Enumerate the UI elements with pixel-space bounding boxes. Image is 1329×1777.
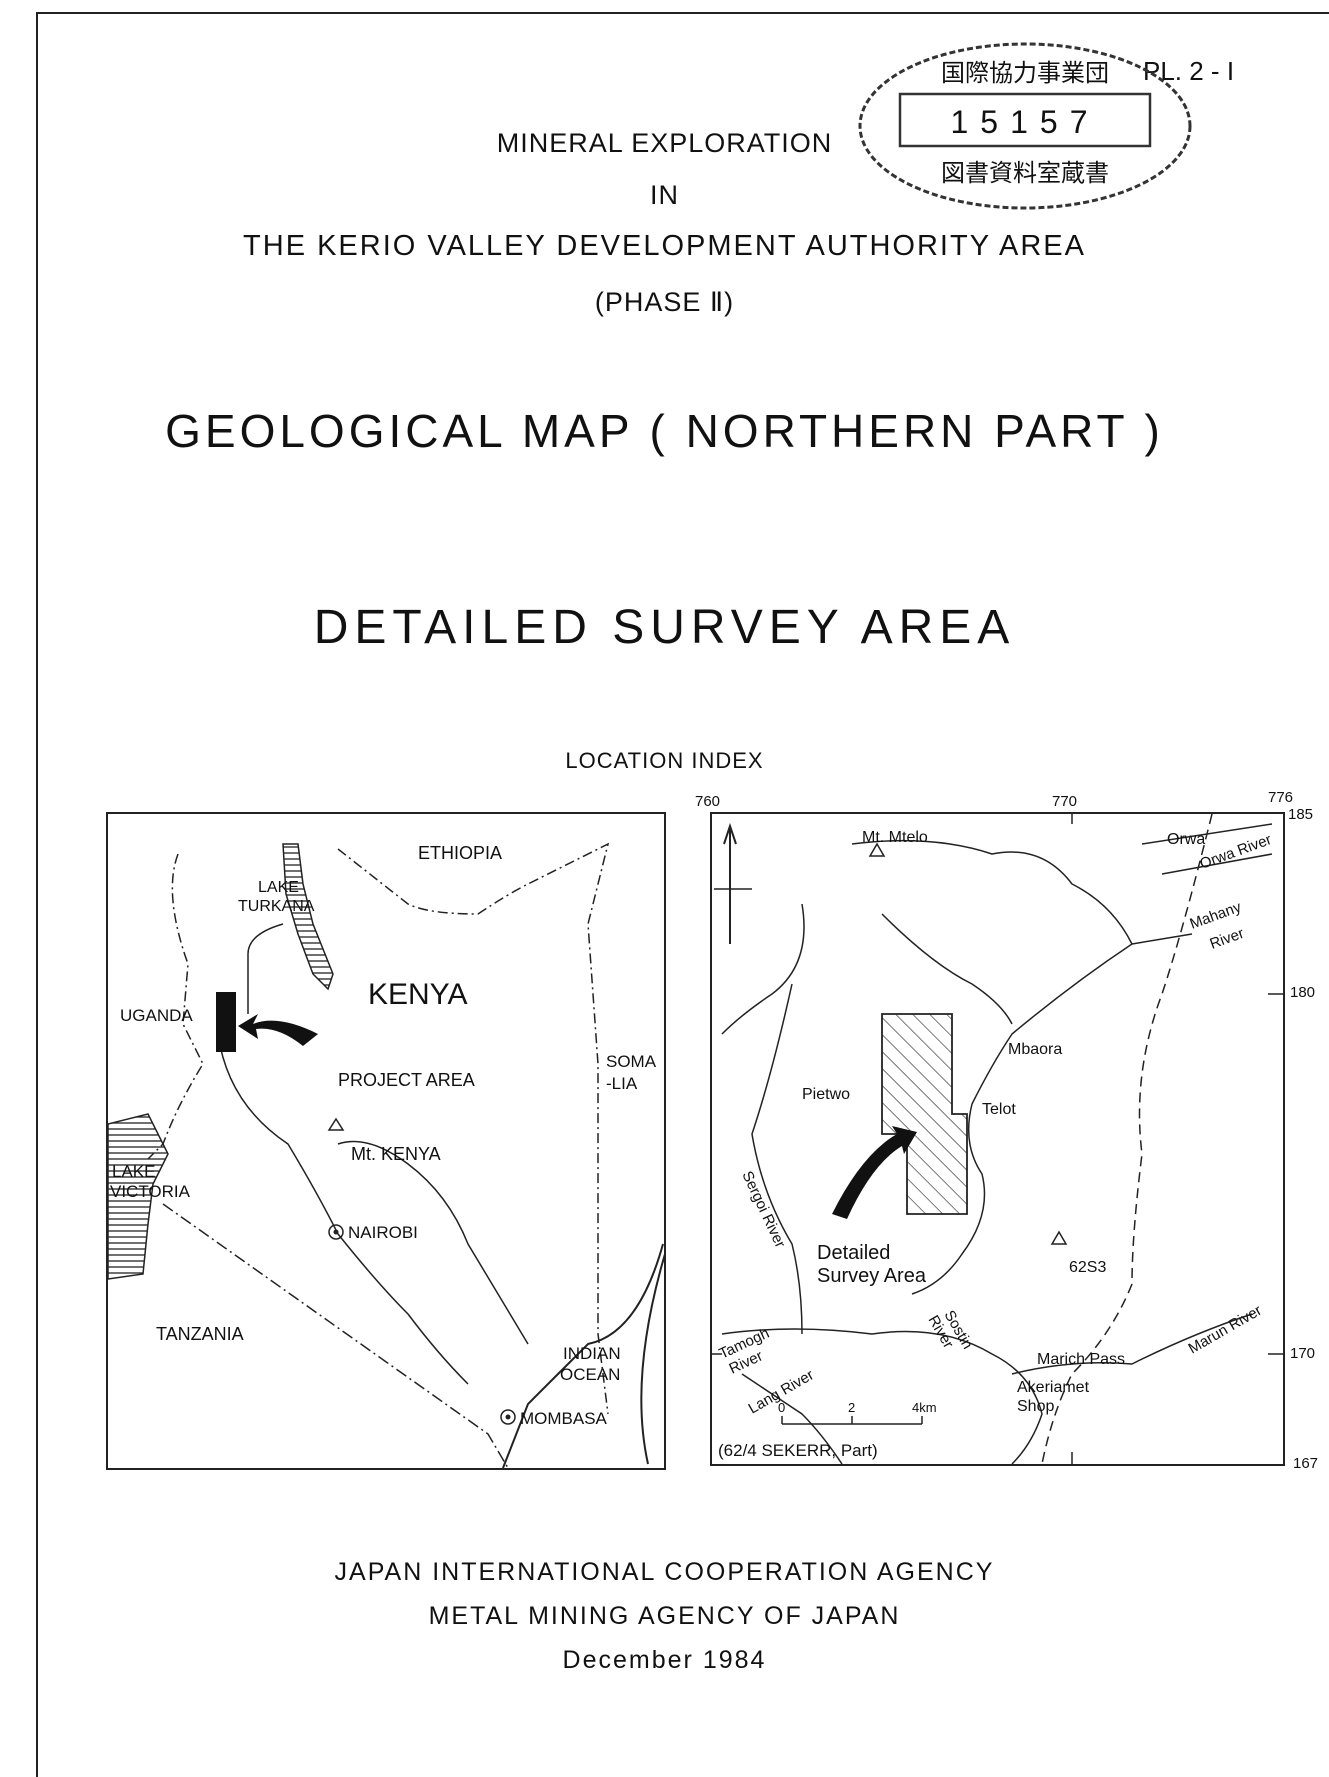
map-subheading: DETAILED SURVEY AREA (313, 601, 1016, 654)
coastline (502, 1243, 669, 1469)
label-mahany-river-2: River (1208, 925, 1247, 953)
grid-northing-180: 180 (1290, 984, 1316, 1001)
label-lake-turkana-1: LAKE (258, 879, 299, 896)
label-nairobi: NAIROBI (348, 1223, 418, 1242)
plate-number: PL. 2 - I (1143, 56, 1235, 86)
label-mombasa: MOMBASA (520, 1409, 608, 1428)
nairobi-city-icon (328, 1224, 344, 1240)
label-somalia-2: -LIA (606, 1074, 638, 1093)
label-indian-ocean-2: OCEAN (560, 1365, 620, 1384)
label-indian-ocean-1: INDIAN (563, 1344, 621, 1363)
label-akeriamet: Akeriamet (1017, 1379, 1090, 1396)
label-mt-mtelo: Mt. Mtelo (862, 829, 928, 846)
label-mbaora: Mbaora (1008, 1041, 1062, 1058)
label-scale-0: 0 (778, 1400, 785, 1415)
label-mt-kenya: Mt. KENYA (351, 1144, 441, 1164)
grid-northing-170: 170 (1290, 1345, 1316, 1362)
label-scale-2: 2 (848, 1400, 855, 1415)
label-somalia-1: SOMA (606, 1052, 657, 1071)
grid-easting-760: 760 (695, 793, 721, 810)
label-orwa-river: Orwa River (1198, 831, 1274, 873)
grid-northing-185: 185 (1288, 806, 1314, 823)
label-marich-pass: Marich Pass (1037, 1351, 1125, 1368)
label-marun-river: Marun River (1186, 1302, 1265, 1358)
footer-agency-2: METAL MINING AGENCY OF JAPAN (428, 1602, 901, 1630)
grid-northing-167: 167 (1293, 1455, 1319, 1472)
label-uganda: UGANDA (120, 1006, 193, 1025)
survey-arrow-icon (832, 1126, 917, 1219)
label-tanzania: TANZANIA (156, 1324, 244, 1344)
label-telot: Telot (982, 1101, 1016, 1118)
page-frame (36, 12, 1329, 1777)
label-project-area: PROJECT AREA (338, 1070, 475, 1090)
kenya-location-map: ETHIOPIA LAKE TURKANA KENYA UGANDA PROJE… (106, 812, 669, 1470)
label-pietwo: Pietwo (802, 1086, 850, 1103)
label-shop: Shop (1017, 1398, 1054, 1415)
label-scale-4km: 4km (912, 1400, 937, 1415)
project-area-block (216, 992, 236, 1052)
lake-turkana (282, 843, 334, 991)
label-ethiopia: ETHIOPIA (418, 843, 502, 863)
grid-easting-776: 776 (1268, 789, 1294, 806)
title-line-3: THE KERIO VALLEY DEVELOPMENT AUTHORITY A… (243, 230, 1086, 262)
mt-mtelo-triangle-icon (868, 842, 886, 857)
river-turkwel (247, 923, 284, 1014)
ethiopia-somalia-border (337, 842, 610, 1415)
label-kenya: KENYA (368, 978, 467, 1011)
mt-kenya-triangle-icon (327, 1117, 345, 1131)
grid-easting-770: 770 (1052, 793, 1078, 810)
map-heading: GEOLOGICAL MAP ( NORTHERN PART ) (165, 405, 1164, 457)
footer-date: December 1984 (562, 1646, 767, 1674)
river-trib-1 (881, 913, 1013, 1025)
detailed-survey-area (881, 1013, 968, 1215)
label-lake-turkana-2: TURKANA (238, 898, 315, 915)
label-sheet: (62/4 SEKERR, Part) (718, 1441, 878, 1460)
river-sergoi (721, 903, 805, 1335)
trig-point-triangle-icon (1050, 1230, 1068, 1245)
title-line-1: MINERAL EXPLORATION (496, 128, 833, 158)
road-track (1041, 813, 1213, 1465)
tanzania-border (162, 1203, 509, 1469)
river-main (851, 839, 1133, 1295)
river-lang (741, 1373, 843, 1465)
project-arrow-icon (238, 1014, 318, 1046)
mombasa-city-icon (500, 1409, 516, 1425)
label-orwa: Orwa (1167, 831, 1205, 848)
river-tana (337, 1140, 529, 1345)
stamp-line2: 図書資料室蔵書 (941, 160, 1109, 187)
label-lake-victoria-2: VICTORIA (110, 1182, 191, 1201)
label-survey-area: Survey Area (817, 1265, 927, 1287)
stamp-number: 15157 (951, 104, 1100, 140)
footer-agency-1: JAPAN INTERNATIONAL COOPERATION AGENCY (334, 1558, 995, 1586)
location-index-label: LOCATION INDEX (565, 748, 764, 773)
label-detailed: Detailed (817, 1242, 890, 1264)
river-kerio (721, 1328, 1043, 1465)
uganda-border (147, 853, 204, 1160)
lake-victoria (107, 1113, 169, 1280)
detail-location-map: Mt. Mtelo Orwa Orwa River Mahany River M… (710, 812, 1285, 1466)
library-stamp: 国際協力事業団 15157 図書資料室蔵書 (858, 42, 1192, 210)
stamp-line1: 国際協力事業団 (941, 60, 1109, 87)
river-marun (1011, 1313, 1253, 1375)
title-line-4: (PHASE Ⅱ) (594, 287, 735, 317)
river-athi (217, 1033, 469, 1385)
title-line-2: IN (650, 180, 679, 210)
label-trig-62s3: 62S3 (1069, 1259, 1106, 1276)
label-lake-victoria-1: LAKE (112, 1162, 155, 1181)
